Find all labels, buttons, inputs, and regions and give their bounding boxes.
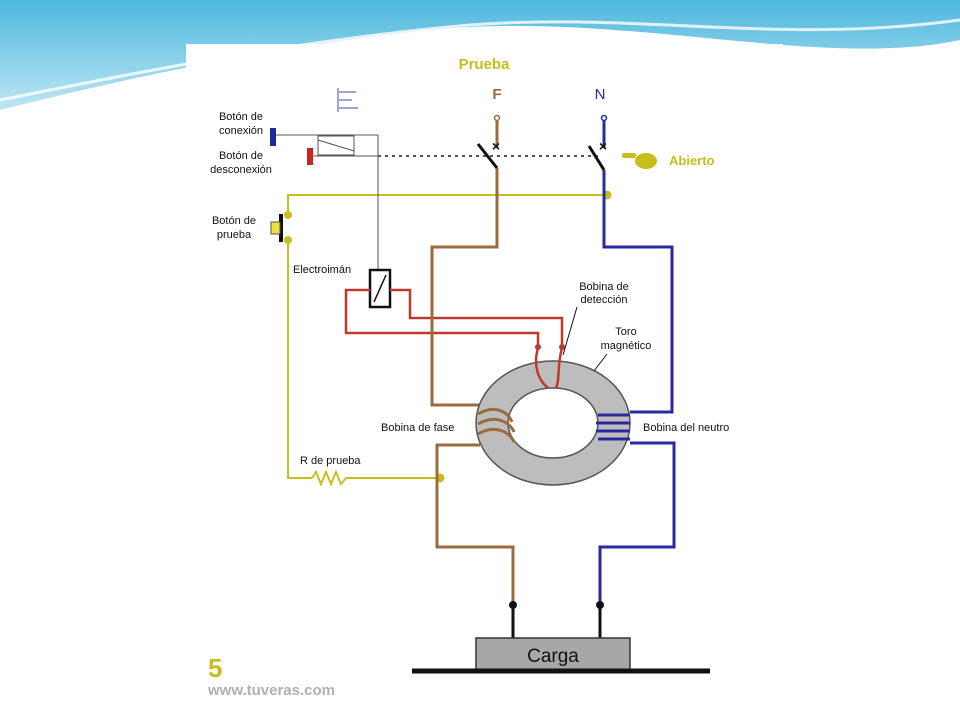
detection-coil-label: detección — [580, 294, 627, 306]
test-button-icon[interactable] — [270, 214, 283, 242]
neutral-coil-windings — [596, 413, 630, 441]
header-wave-highlight — [0, 18, 960, 102]
phase-coil-label: Bobina de fase — [381, 422, 454, 434]
neutral-terminal — [600, 114, 608, 122]
test-resistor-icon — [311, 469, 347, 487]
phase-coil-windings — [477, 408, 516, 443]
disconnect-button-label: Botón de — [219, 150, 263, 162]
electromagnet-core — [373, 274, 387, 303]
toroid-label: magnético — [601, 340, 652, 352]
latch-mechanism — [276, 134, 379, 270]
neutral-switch-contact — [587, 145, 606, 171]
diagram-title: Prueba — [459, 56, 511, 73]
slide-number: 5 — [208, 653, 222, 683]
detection-coil-windings — [534, 347, 564, 389]
neutral-coil-label: Bobina del neutro — [643, 422, 729, 434]
connect-button-label: Botón de — [219, 111, 263, 123]
phase-label: F — [492, 86, 501, 103]
detection-coil-wires — [344, 288, 564, 346]
electromagnet-label: Electroimán — [293, 264, 351, 276]
open-status-label: Abierto — [669, 153, 715, 168]
disconnect-button-label: desconexión — [210, 164, 272, 176]
disconnect-button-icon[interactable] — [307, 148, 313, 165]
toroid-label: Toro — [615, 326, 636, 338]
neutral-wire — [598, 118, 676, 640]
pointing-hand-icon — [622, 153, 657, 169]
fluorescent-lamp-icon — [337, 88, 358, 112]
load-box — [475, 637, 631, 671]
test-button-label: prueba — [217, 229, 252, 241]
website-watermark: www.tuveras.com — [207, 682, 335, 699]
phase-wire — [430, 118, 515, 640]
connect-button-label: conexión — [219, 125, 263, 137]
neutral-label: N — [595, 86, 606, 103]
phase-switch-contact — [476, 143, 499, 169]
detection-coil-terminal — [559, 344, 565, 350]
test-circuit-wires — [284, 190, 612, 483]
neutral-switch-x-icon: × — [599, 138, 607, 154]
test-button-label: Botón de — [212, 215, 256, 227]
test-resistor-label: R de prueba — [300, 455, 361, 467]
phase-switch-x-icon: × — [492, 138, 500, 154]
magnetic-toroid — [475, 360, 631, 486]
detection-coil-pointer — [562, 306, 578, 356]
detection-coil-terminal — [535, 344, 541, 350]
phase-terminal — [493, 114, 501, 122]
load-label: Carga — [527, 646, 579, 667]
toroid-pointer — [593, 353, 608, 372]
detection-coil-label: Bobina de — [579, 281, 629, 293]
connect-button-icon[interactable] — [270, 128, 276, 146]
